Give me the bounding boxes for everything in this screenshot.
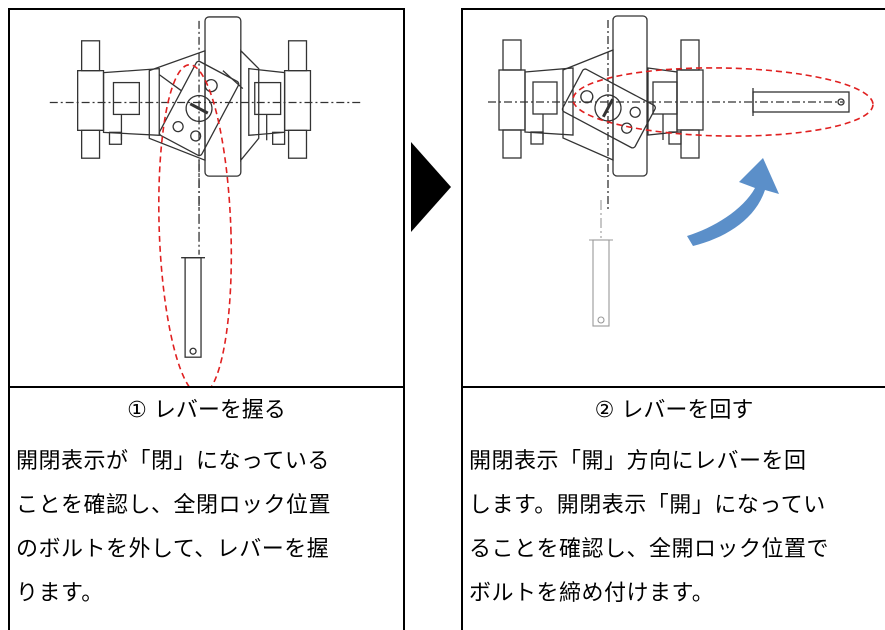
step-2-description: 開閉表示「開」方向にレバーを回 します。開閉表示「開」になってい ることを確認し… [469, 440, 881, 616]
highlight-ellipse [158, 63, 233, 386]
step-2-line: ることを確認し、全開ロック位置で [469, 537, 830, 562]
step-1-description: 開閉表示が「閉」になっている ことを確認し、全閉ロック位置 のボルトを外して、レ… [16, 440, 399, 616]
step-2-line: します。開閉表示「開」になってい [469, 493, 826, 518]
step-1-diagram [10, 10, 403, 388]
valve-drawing-closed [49, 16, 364, 386]
valve-drawing-open [488, 15, 874, 327]
highlight-ellipse [572, 67, 874, 137]
step-1-line: のボルトを外して、レバーを握 [16, 537, 330, 562]
step-1-panel: ① レバーを握る 開閉表示が「閉」になっている ことを確認し、全閉ロック位置 の… [8, 8, 405, 630]
step-1-line: ことを確認し、全閉ロック位置 [16, 493, 332, 518]
step-2-caption: ② レバーを回す [594, 398, 754, 423]
step-2-panel: ② レバーを回す 開閉表示「開」方向にレバーを回 します。開閉表示「開」になって… [461, 8, 885, 630]
right-arrow-icon [411, 142, 451, 232]
step-2-line: ボルトを締め付けます。 [469, 581, 715, 606]
step-1-caption: ① レバーを握る [127, 398, 286, 423]
curved-arrow-icon [687, 158, 779, 246]
step-1-line: 開閉表示が「閉」になっている [16, 449, 330, 474]
step-2-line: 開閉表示「開」方向にレバーを回 [469, 449, 807, 474]
step-2-diagram [463, 10, 885, 388]
step-1-line: ります。 [16, 581, 104, 606]
